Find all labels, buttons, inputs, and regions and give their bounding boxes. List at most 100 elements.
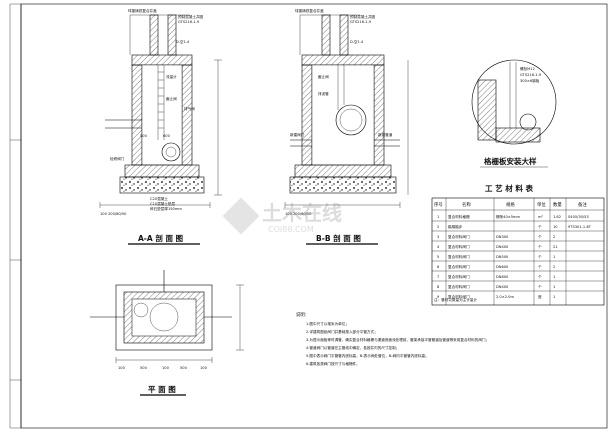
table-header: 序号 名称 规格 单位 数量 备注: [434, 201, 587, 208]
aa-dim-500: 500: [140, 134, 148, 138]
table-cell: 座: [538, 294, 542, 299]
plan-dim-2: 500: [140, 366, 148, 370]
table-cell: 2: [437, 225, 439, 229]
aa-ring-code: GTS216-1-9: [178, 20, 200, 24]
note-item: 3.为提示面板等时调管，确实复合材料格栅与渠道底面深处理前，管架承接平管管道及管…: [306, 337, 489, 342]
table-cell: 个: [538, 224, 542, 229]
aa-slope-label: D.空1.4: [176, 39, 190, 44]
table-cell: 8: [437, 285, 440, 289]
table-cell: 个: [538, 274, 542, 279]
aa-base-label-3: 碎石垫层厚150mm: [150, 206, 182, 211]
watermark-logo: 土木在线 COI88.COM: [222, 197, 342, 235]
table-cell: 踏梯踏步: [448, 224, 463, 229]
detail-label-bolt: 螺栓M12: [520, 66, 535, 71]
table-cell: 复合材料阀门: [448, 264, 470, 269]
svg-text:COI88.COM: COI88.COM: [268, 225, 314, 234]
table-cell: 9TS301-1-6T: [568, 225, 592, 229]
note-item: 4.管道阀门以管道在主管线中确定，各按井内的尺寸控制；: [306, 345, 399, 350]
note-item: 2.详建筑图纸阀门井基础按入部分平管方式；: [306, 329, 378, 334]
table-cell: 复合材料阀门: [448, 274, 470, 279]
table-cell: 个: [538, 234, 542, 239]
bb-title: B-B 剖 面 图: [316, 233, 361, 243]
table-cell: 1: [437, 215, 439, 219]
aa-label-airvalve: 排气阀: [184, 106, 195, 111]
detail-drawing: [471, 59, 557, 145]
table-cell: DN400: [496, 245, 509, 249]
bb-bottom-dims: 100 200/80/50: [285, 212, 312, 216]
detail-label-code: GTS216-1-9: [520, 73, 542, 77]
table-cell: 2: [553, 265, 555, 269]
table-cell: 个: [538, 264, 542, 269]
table-cell: DN300: [496, 235, 509, 239]
table-cell: 个: [538, 254, 542, 259]
table-cell: DN500: [496, 255, 509, 259]
table-cell: 复合材料阀门: [448, 284, 470, 289]
table-title: 工 艺 材 料 表: [485, 183, 533, 193]
bb-label-new-valve: 新建阀门: [290, 132, 305, 137]
plan-dim-5: 100: [200, 366, 208, 370]
table-cell: DN400: [496, 285, 509, 289]
table-header-cell: 序号: [434, 201, 443, 208]
table-cell: 复合材料阀门: [448, 254, 470, 259]
aa-base-label-1: C20混凝土: [150, 196, 168, 201]
table-cell: 21: [553, 245, 558, 249]
table-note: 注：管材以数量为主计量计: [434, 297, 478, 302]
aa-dim-600: 600: [163, 134, 171, 138]
svg-text:土木在线: 土木在线: [262, 201, 342, 225]
table-cell: DN800: [496, 275, 509, 279]
note-item: 6.建筑各类阀门按尺寸与格栅件。: [306, 361, 360, 366]
table-header-cell: 备注: [578, 201, 587, 208]
table-header-cell: 数量: [553, 201, 562, 208]
plan-dim-3: 100: [162, 366, 170, 370]
table-cell: 1: [553, 285, 555, 289]
table-cell: 1.62: [553, 215, 561, 219]
table-cell: 个: [538, 244, 542, 249]
table-cell: 复合材料格栅: [448, 214, 470, 219]
notes-list: 1.图中尺寸以毫米为单位； 2.详建筑图纸阀门井基础按入部分平管方式； 3.为提示面…: [306, 321, 489, 366]
plan-drawing: [90, 270, 244, 363]
table-cell: 个: [538, 284, 542, 289]
bb-slope-label: D.空1.4: [350, 39, 364, 44]
table-cell: 2: [553, 235, 555, 239]
aa-title: A-A 剖 面 图: [138, 233, 184, 243]
aa-bottom-dims: 100 200/80/50: [100, 212, 127, 216]
detail-label-plate: 300×6钢板: [520, 78, 540, 83]
table-cell: 栅条40×5mm: [496, 214, 521, 219]
table-cell: DN600: [496, 265, 509, 269]
note-item: 1.图中尺寸以毫米为单位；: [306, 321, 349, 326]
table-cell: 复合材料阀门: [448, 294, 470, 299]
aa-label-stopvalve: 截止阀: [166, 96, 177, 101]
notes-heading: 说明：: [296, 311, 309, 318]
table-cell: 2.0×2.0m: [496, 295, 514, 299]
bb-ring-label: 预制混凝土井圈: [350, 14, 376, 19]
table-cell: 1: [553, 255, 555, 259]
aa-label-service-valve: 检修阀门: [110, 156, 125, 161]
plan-dim-1: 100: [118, 366, 126, 370]
table-cell: 9: [437, 295, 440, 299]
aa-base-label-2: C10混凝土垫层: [150, 201, 175, 206]
table-cell: 1: [553, 295, 555, 299]
table-cell: 3: [437, 235, 439, 239]
bb-label-new-pipe: 新建管道: [378, 132, 393, 137]
table-cell: 5: [437, 255, 439, 259]
section-bb-drawing: [284, 14, 409, 208]
table-cell: 10: [553, 225, 558, 229]
table-cell: 4: [437, 245, 440, 249]
table-header-cell: 规格: [506, 201, 515, 208]
section-aa-drawing: [99, 14, 222, 208]
aa-label-flowmeter: 流量计: [166, 74, 177, 79]
bb-label-stopvalve: 截止阀: [318, 74, 329, 79]
table-cell: 7: [437, 275, 439, 279]
plan-dim-4: 500: [180, 366, 188, 370]
note-item: 5.图中表示阀门平管管内底标高，B₁表示阀处管位，B₂阀内平管管内底标高；: [306, 353, 429, 358]
table-cell: 复合材料阀门: [448, 244, 470, 249]
aa-cover-label: 球墨铸铁复合井盖: [128, 8, 157, 13]
table-cell: m²: [538, 215, 544, 219]
table-cell: 1: [553, 275, 555, 279]
table-cell: 6: [437, 265, 440, 269]
aa-ring-label: 预制混凝土井圈: [178, 14, 204, 19]
material-table-grid: [431, 197, 605, 306]
bb-label-drain: 排泥管: [318, 91, 329, 96]
